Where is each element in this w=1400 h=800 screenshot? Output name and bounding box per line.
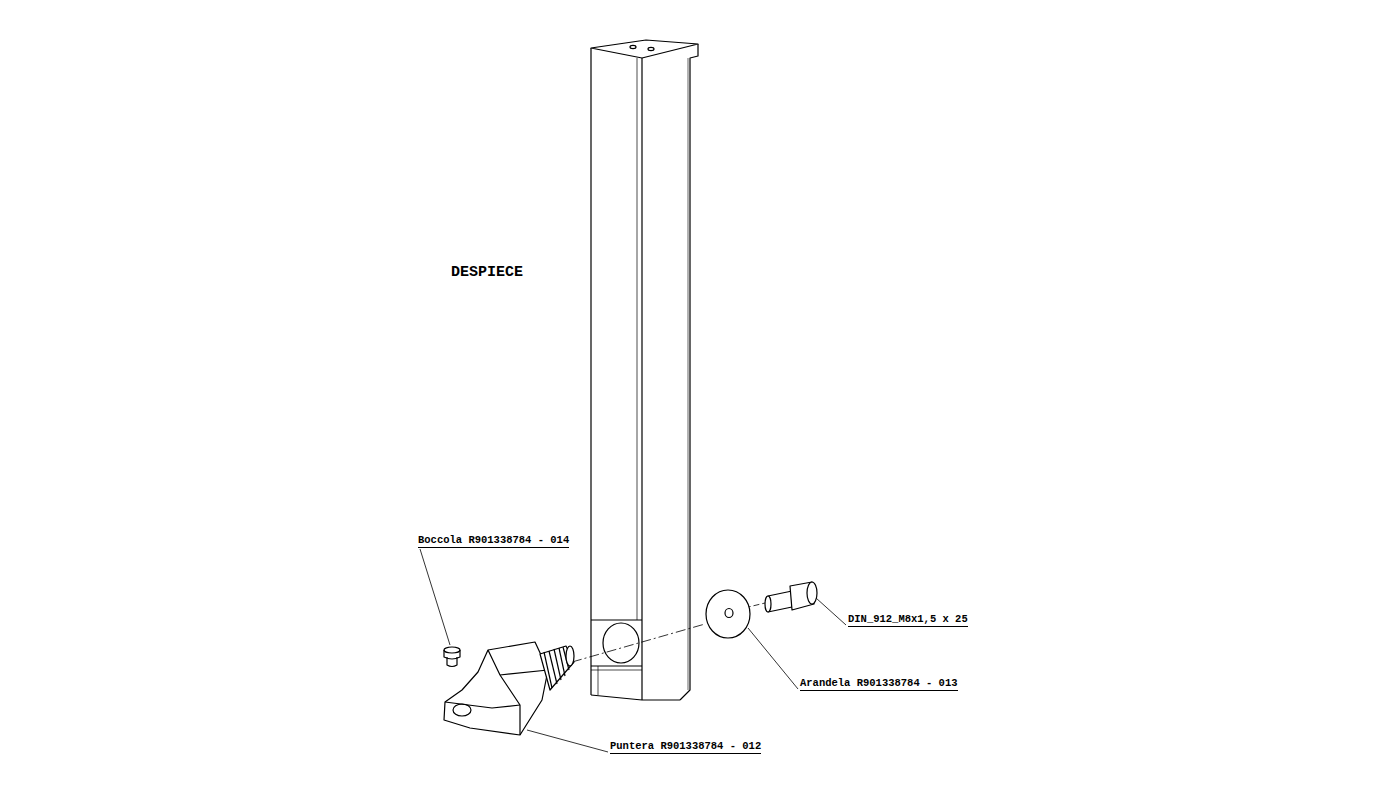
part-label: Puntera R901338784 - 012 <box>610 740 761 754</box>
screw-tip <box>765 596 771 612</box>
column-top <box>591 40 698 58</box>
column-edge <box>641 58 642 700</box>
bellows <box>540 646 574 690</box>
tip-edge <box>488 650 520 735</box>
column-bottom <box>591 695 680 700</box>
slot-edge <box>591 619 642 620</box>
part-label: Boccola R901338784 - 014 <box>418 534 569 548</box>
column-edge <box>680 44 698 700</box>
column-edge <box>637 58 638 620</box>
part-label: Arandela R901338784 - 013 <box>800 677 958 691</box>
center-line <box>572 624 705 662</box>
leader-lines <box>420 549 846 752</box>
tip-body <box>444 642 548 735</box>
slot-edge <box>591 670 642 671</box>
part-label: DIN_912_M8x1,5 x 25 <box>848 613 968 627</box>
bore-hole <box>603 623 639 663</box>
tip-hole <box>453 704 471 716</box>
washer <box>706 590 750 638</box>
screw-head-face <box>807 582 817 604</box>
slot-edge <box>591 665 642 666</box>
column-edge <box>688 58 689 690</box>
bushing <box>444 647 460 667</box>
drawing-title: DESPIECE <box>451 264 523 281</box>
screw-shank <box>768 591 792 612</box>
slot-edge <box>598 666 599 695</box>
tip-edge <box>500 670 548 675</box>
column-edge <box>590 48 591 695</box>
top-hole <box>648 47 654 50</box>
top-hole <box>630 45 636 48</box>
washer-hole <box>725 609 733 618</box>
